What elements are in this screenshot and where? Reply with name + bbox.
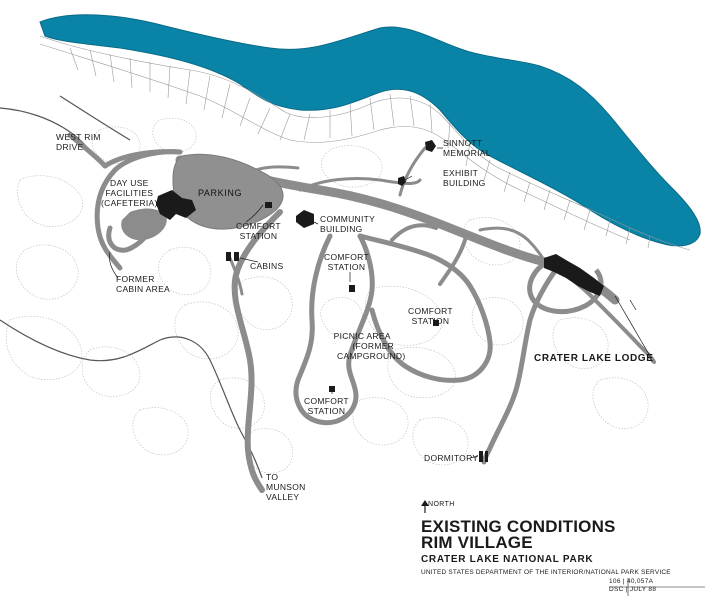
building-day-use — [156, 190, 196, 220]
building-dormitory-b — [485, 451, 488, 462]
day-use-apron — [121, 208, 167, 241]
buildings — [156, 140, 604, 462]
label-dormitory: DORMITORY — [424, 453, 479, 463]
label-cabins: CABINS — [250, 261, 284, 271]
drawing-number-frame — [609, 578, 705, 596]
label-picnic-area: PICNIC AREA (Former Campground) — [333, 331, 406, 361]
label-comfort-station-4: COMFORT STATION — [304, 396, 349, 416]
label-sinnott-memorial: SINNOTT MEMORIAL — [443, 138, 491, 158]
building-comfort-station-3 — [433, 320, 439, 326]
building-cabin-1 — [226, 252, 231, 261]
building-cabin-2 — [234, 252, 239, 261]
drawing-number: 106 | 40,057A DSC | JULY 88 — [609, 578, 657, 593]
label-former-cabin-area: FORMER CABIN AREA — [116, 274, 171, 294]
building-crater-lake-lodge — [544, 254, 604, 296]
building-community — [296, 210, 314, 228]
agency-name: UNITED STATES DEPARTMENT OF THE INTERIOR… — [421, 569, 671, 576]
label-day-use-facilities: DAY USE FACILITIES (CAFETERIA) — [101, 178, 158, 208]
building-dormitory — [479, 451, 483, 462]
park-name: CRATER LAKE NATIONAL PARK — [421, 554, 594, 565]
label-exhibit-building: EXHIBIT BUILDING — [443, 168, 486, 188]
building-comfort-station-2 — [349, 285, 355, 292]
label-comfort-station-3: COMFORT STATION — [408, 306, 453, 326]
north-label: NORTH — [428, 501, 455, 508]
rim-cliffs — [39, 35, 691, 251]
label-to-munson-valley: TO MUNSON VALLEY — [266, 472, 306, 502]
north-arrow — [421, 500, 429, 513]
leader-lines — [109, 147, 653, 459]
label-comfort-station-2: COMFORT STATION — [324, 252, 369, 272]
label-comfort-station-1: COMFORT STATION — [236, 221, 281, 241]
label-parking: PARKING — [198, 188, 243, 198]
building-exhibit — [398, 176, 406, 186]
map-title: EXISTING CONDITIONS — [421, 517, 616, 536]
building-comfort-station-1 — [265, 202, 272, 208]
building-sinnott — [425, 140, 436, 152]
label-west-rim-drive: WEST RIM DRIVE — [56, 132, 101, 152]
label-crater-lake-lodge: CRATER LAKE LODGE — [534, 353, 654, 364]
map-subtitle: RIM VILLAGE — [421, 533, 533, 552]
label-community-building: COMMUNITY BUILDING — [320, 214, 376, 234]
crater-lake — [39, 14, 701, 247]
